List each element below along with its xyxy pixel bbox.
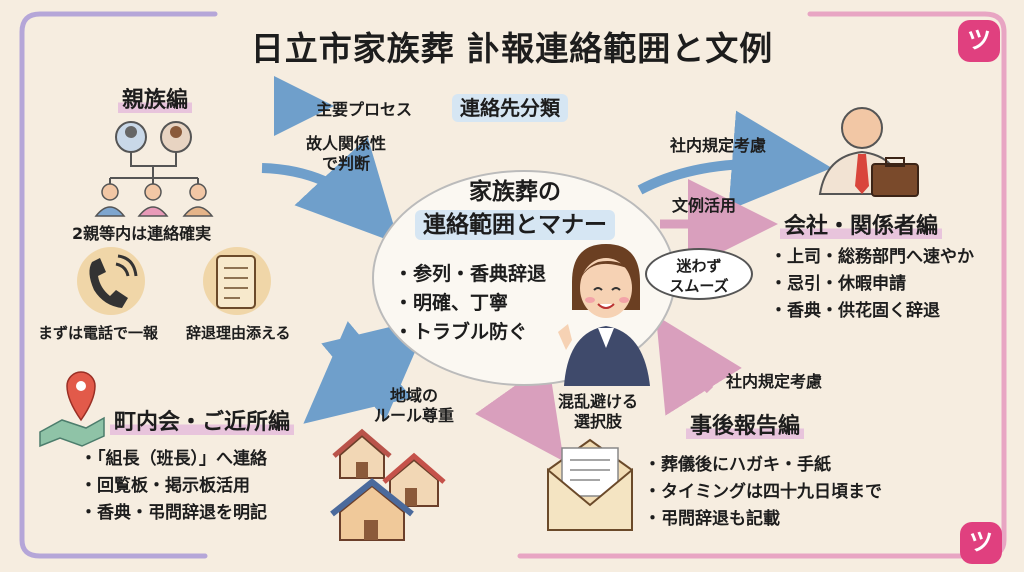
arrow-center-to-company-top [637, 110, 832, 211]
list-item: ・葬儀後にハガキ・手紙 [644, 455, 831, 475]
frame-purple [19, 11, 218, 559]
brand-logo-bottom: ツ [960, 522, 1002, 564]
company-heading: 会社・関係者編 [780, 208, 943, 240]
businessman-icon [818, 107, 919, 197]
phone-caption: まずは電話で一報 [38, 324, 159, 342]
list-item: ・「組長（班長）」へ連絡 [80, 449, 267, 469]
relatives-caption: 2親等内は連絡確実 [72, 224, 212, 243]
center-title: 家族葬の 連絡範囲とマナー [392, 176, 638, 242]
list-item: ・タイミングは四十九日頃まで [644, 482, 882, 502]
bubble-line2: スムーズ [669, 277, 729, 295]
arrow-label-company-top: 社内規定考慮 [669, 136, 766, 155]
arrow-label-after: 混乱避ける 選択肢 [557, 392, 638, 431]
center-points: ・参列・香典辞退 ・明確、丁寧 ・トラブル防ぐ [394, 260, 546, 347]
center-point: ・参列・香典辞退 [394, 263, 547, 285]
houses-icon [330, 428, 446, 541]
arrow-relatives-to-center [261, 137, 400, 245]
brand-logo-top: ツ [958, 20, 1000, 62]
arrow-center-to-after [475, 361, 564, 462]
scroll-icon [203, 247, 271, 315]
guide-woman-icon [558, 244, 650, 386]
list-item: ・上司・総務部門へ速やか [770, 247, 974, 267]
phone-icon [77, 247, 145, 315]
page-title: 日立市家族葬 訃報連絡範囲と文例 [250, 29, 774, 68]
center-point: ・トラブル防ぐ [394, 321, 528, 343]
arrow-label-relationship: 故人関係性 で判断 [305, 134, 386, 173]
list-item: ・忌引・休暇申請 [770, 274, 906, 294]
neighborhood-list: ・「組長（班長）」へ連絡 ・回覧板・掲示板活用 ・香典・弔問辞退を明記 [80, 446, 267, 527]
after-report-heading: 事後報告編 [686, 408, 805, 440]
arrow-label-neighborhood: 地域の ルール尊重 [373, 386, 454, 425]
arrow-center-neighborhood [303, 317, 430, 424]
bubble-line1: 迷わず [676, 257, 722, 275]
relatives-heading: 親族編 [118, 82, 193, 114]
list-item: ・香典・供花固く辞退 [770, 301, 940, 321]
map-pin-icon [39, 371, 105, 448]
after-report-list: ・葬儀後にハガキ・手紙 ・タイミングは四十九日頃まで ・弔問辞退も記載 [644, 452, 882, 533]
scroll-caption: 辞退理由添える [186, 324, 291, 342]
list-item: ・回覧板・掲示板活用 [80, 476, 250, 496]
family-tree-icon [94, 121, 214, 217]
list-item: ・香典・弔問辞退を明記 [80, 503, 267, 523]
arrow-after-to-center [655, 315, 742, 416]
center-title-line1: 家族葬の [469, 179, 561, 205]
arrow-label-company-mid: 文例活用 [671, 196, 736, 215]
neighborhood-heading: 町内会・ご近所編 [110, 404, 295, 436]
company-list: ・上司・総務部門へ速やか ・忌引・休暇申請 ・香典・供花固く辞退 [770, 244, 974, 325]
envelope-icon [547, 438, 633, 531]
speech-bubble: 迷わず スムーズ [645, 248, 753, 300]
list-item: ・弔問辞退も記載 [644, 509, 780, 529]
legend-category-label: 連絡先分類 [452, 92, 568, 122]
center-point: ・明確、丁寧 [394, 292, 509, 314]
center-title-line2: 連絡範囲とマナー [415, 210, 615, 240]
legend-process-label: 主要プロセス [316, 100, 413, 119]
arrow-label-after-report: 社内規定考慮 [725, 372, 822, 391]
